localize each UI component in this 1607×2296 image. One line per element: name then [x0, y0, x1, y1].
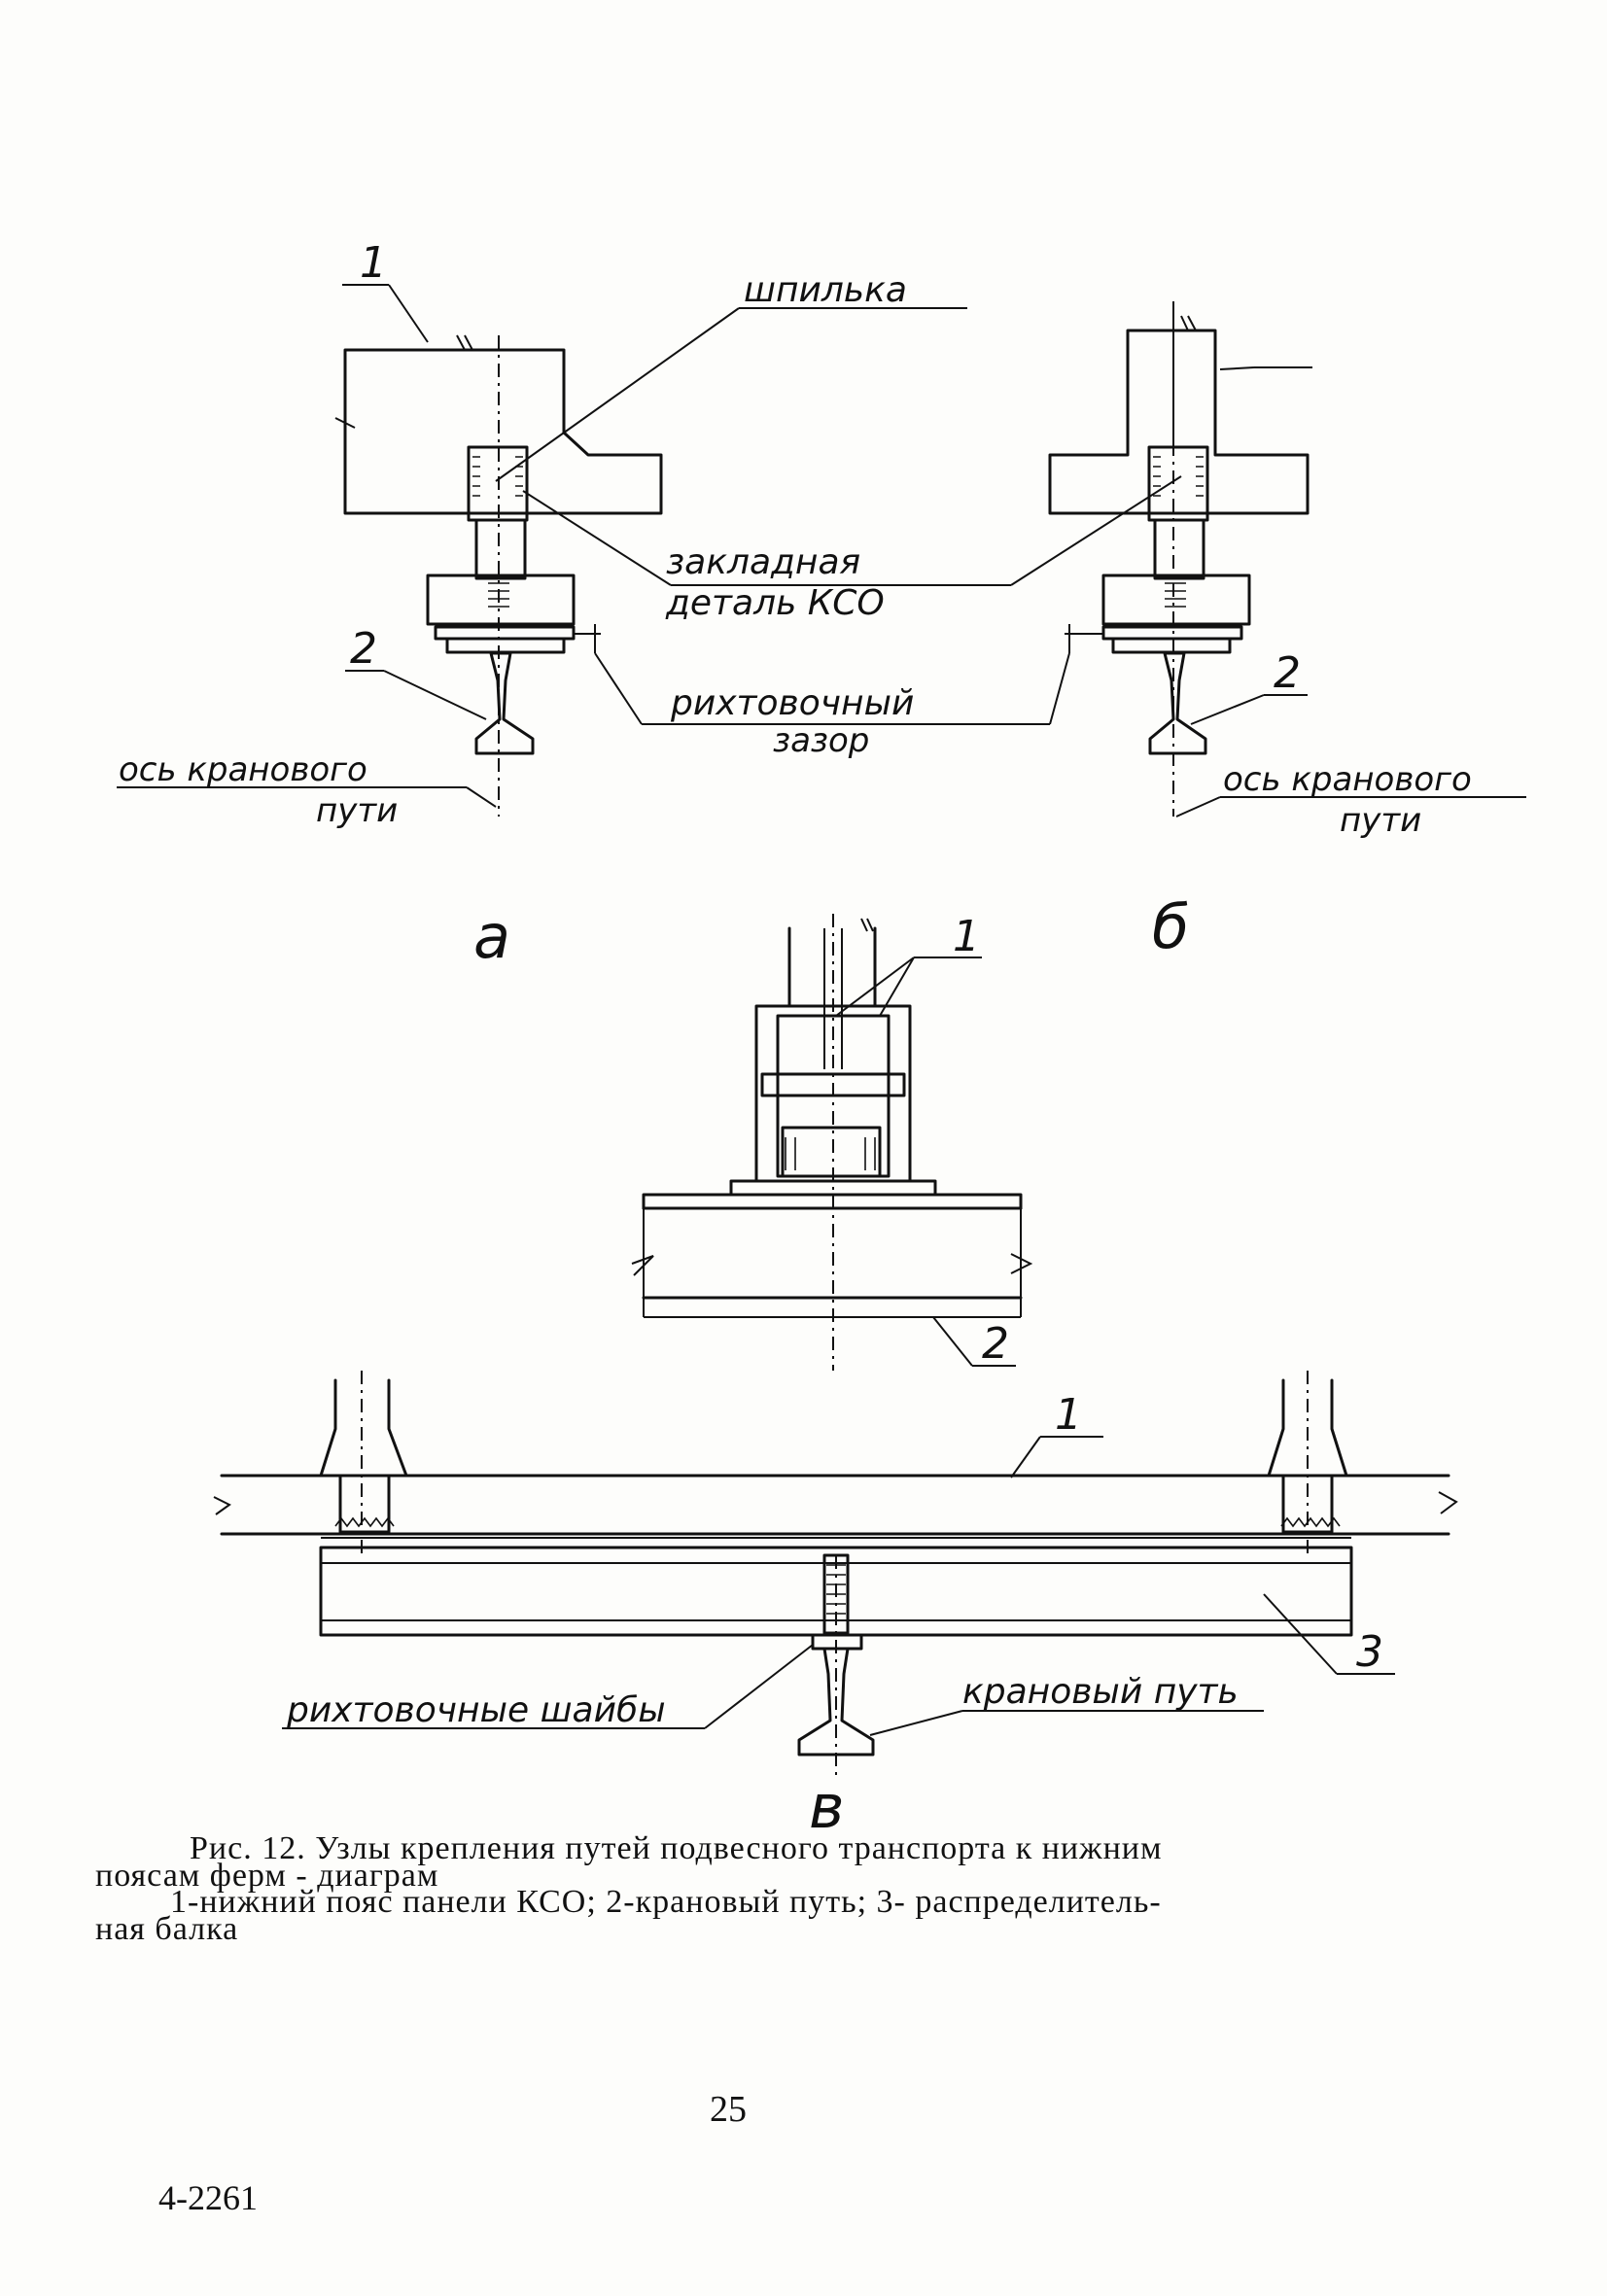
subfigure-a-drawing: 1 2 ось кранового пути — [117, 238, 663, 830]
document-code: 4-2261 — [158, 2178, 258, 2217]
rail-b — [1148, 651, 1207, 755]
column-left — [319, 1378, 408, 1478]
clamp-block — [781, 1126, 882, 1178]
caption-line-4: ная балка — [95, 1911, 239, 1947]
label-1-a: 1 — [360, 238, 387, 288]
center-label-1: 1 — [953, 912, 980, 961]
axis-label-b-line1: ось кранового — [1223, 760, 1472, 799]
break-mark-a2 — [334, 417, 356, 429]
leader-2-a — [383, 670, 487, 720]
subfigure-c-drawing: 1 3 рихтовочные шайбы крановый путь — [213, 1371, 1458, 1779]
c-leader-3 — [1263, 1593, 1338, 1675]
stud-b — [1153, 518, 1205, 580]
rail-a — [474, 651, 535, 755]
truss-chord-a — [343, 348, 663, 515]
break-mark-a — [456, 334, 473, 351]
leader-2-b — [1190, 694, 1265, 725]
beam-break-left — [631, 1255, 654, 1276]
shims-left — [334, 1516, 395, 1528]
shims-label: рихтовочные шайбы — [286, 1690, 666, 1730]
stud-label: шпилька — [744, 270, 907, 310]
center-detail-drawing: 1 2 — [631, 912, 1033, 1371]
crane-track-label: крановый путь — [962, 1672, 1239, 1712]
embedded-label-line1: закладная — [666, 542, 860, 582]
axis-label-a-line2: пути — [316, 791, 398, 830]
embedded-label-line2: деталь КСО — [665, 583, 885, 623]
caption-line-2: поясам ферм - диаграм — [95, 1858, 439, 1894]
chord-break-right — [1438, 1491, 1458, 1514]
shims-leader — [704, 1644, 814, 1729]
base-plate-b — [1111, 637, 1232, 654]
c-leader-1 — [1010, 1436, 1041, 1478]
embedded-leader-b — [1010, 475, 1182, 586]
column-break-mark — [860, 918, 874, 932]
gap-label-line1: рихтовочный — [670, 683, 914, 723]
gap-leader-b — [1049, 652, 1070, 725]
leader-1-b — [1219, 366, 1255, 370]
leader-1-a — [388, 284, 429, 343]
center-leader-2 — [932, 1316, 973, 1367]
base-plate-a — [445, 637, 566, 654]
label-2-b: 2 — [1274, 648, 1301, 698]
truss-chord-b — [1048, 329, 1310, 515]
center-label-2: 2 — [982, 1319, 1009, 1369]
gap-leader-a — [594, 652, 643, 725]
center-leader-1b — [879, 957, 915, 1017]
stud-leader — [495, 307, 740, 482]
embedded-part-hatch-b — [1153, 456, 1204, 497]
support-left — [338, 1474, 391, 1534]
chord-break-left — [213, 1496, 231, 1515]
embedded-part-hatch-a — [472, 456, 523, 497]
subfigure-letter-b: б — [1152, 891, 1189, 962]
subfigure-letter-a: а — [473, 901, 510, 972]
embedded-leader-a — [522, 490, 672, 586]
center-leader-1a — [835, 957, 915, 1017]
shared-leaders: шпилька закладная деталь КСО рихтовочный… — [495, 270, 1182, 760]
axis-leader-b — [1175, 796, 1221, 818]
c-label-3: 3 — [1356, 1627, 1383, 1677]
column-right — [1267, 1378, 1348, 1478]
support-right — [1281, 1474, 1334, 1534]
block-b — [1101, 574, 1251, 626]
axis-label-b-line2: пути — [1340, 801, 1421, 840]
subfigure-letter-c: в — [809, 1771, 845, 1842]
center-rail — [797, 1647, 875, 1757]
gap-label-line2: зазор — [773, 721, 869, 760]
axis-leader-a — [466, 786, 497, 808]
subfigure-b-drawing: 2 ось кранового пути — [1048, 301, 1526, 840]
embedded-part-b — [1147, 445, 1209, 522]
beam-break-right — [1010, 1253, 1033, 1274]
crane-track-leader — [869, 1710, 963, 1736]
label-2-a: 2 — [350, 624, 377, 674]
caption-line-1: Рис. 12. Узлы крепления путей подвесного… — [190, 1830, 1163, 1866]
c-label-1: 1 — [1055, 1390, 1082, 1440]
axis-label-a-line1: ось кранового — [119, 750, 367, 789]
stud-a — [474, 518, 527, 580]
break-mark-b — [1180, 315, 1197, 331]
center-beam-ends — [643, 1208, 1022, 1317]
nut-b — [1165, 582, 1186, 608]
caption-line-3: 1-нижний пояс панели КСО; 2-крановый пут… — [170, 1884, 1162, 1920]
washer-plate-a — [434, 625, 576, 641]
block-a — [426, 574, 576, 626]
shims-right — [1280, 1516, 1341, 1528]
clamp-hatch — [785, 1137, 876, 1170]
page-number: 25 — [710, 2089, 747, 2130]
